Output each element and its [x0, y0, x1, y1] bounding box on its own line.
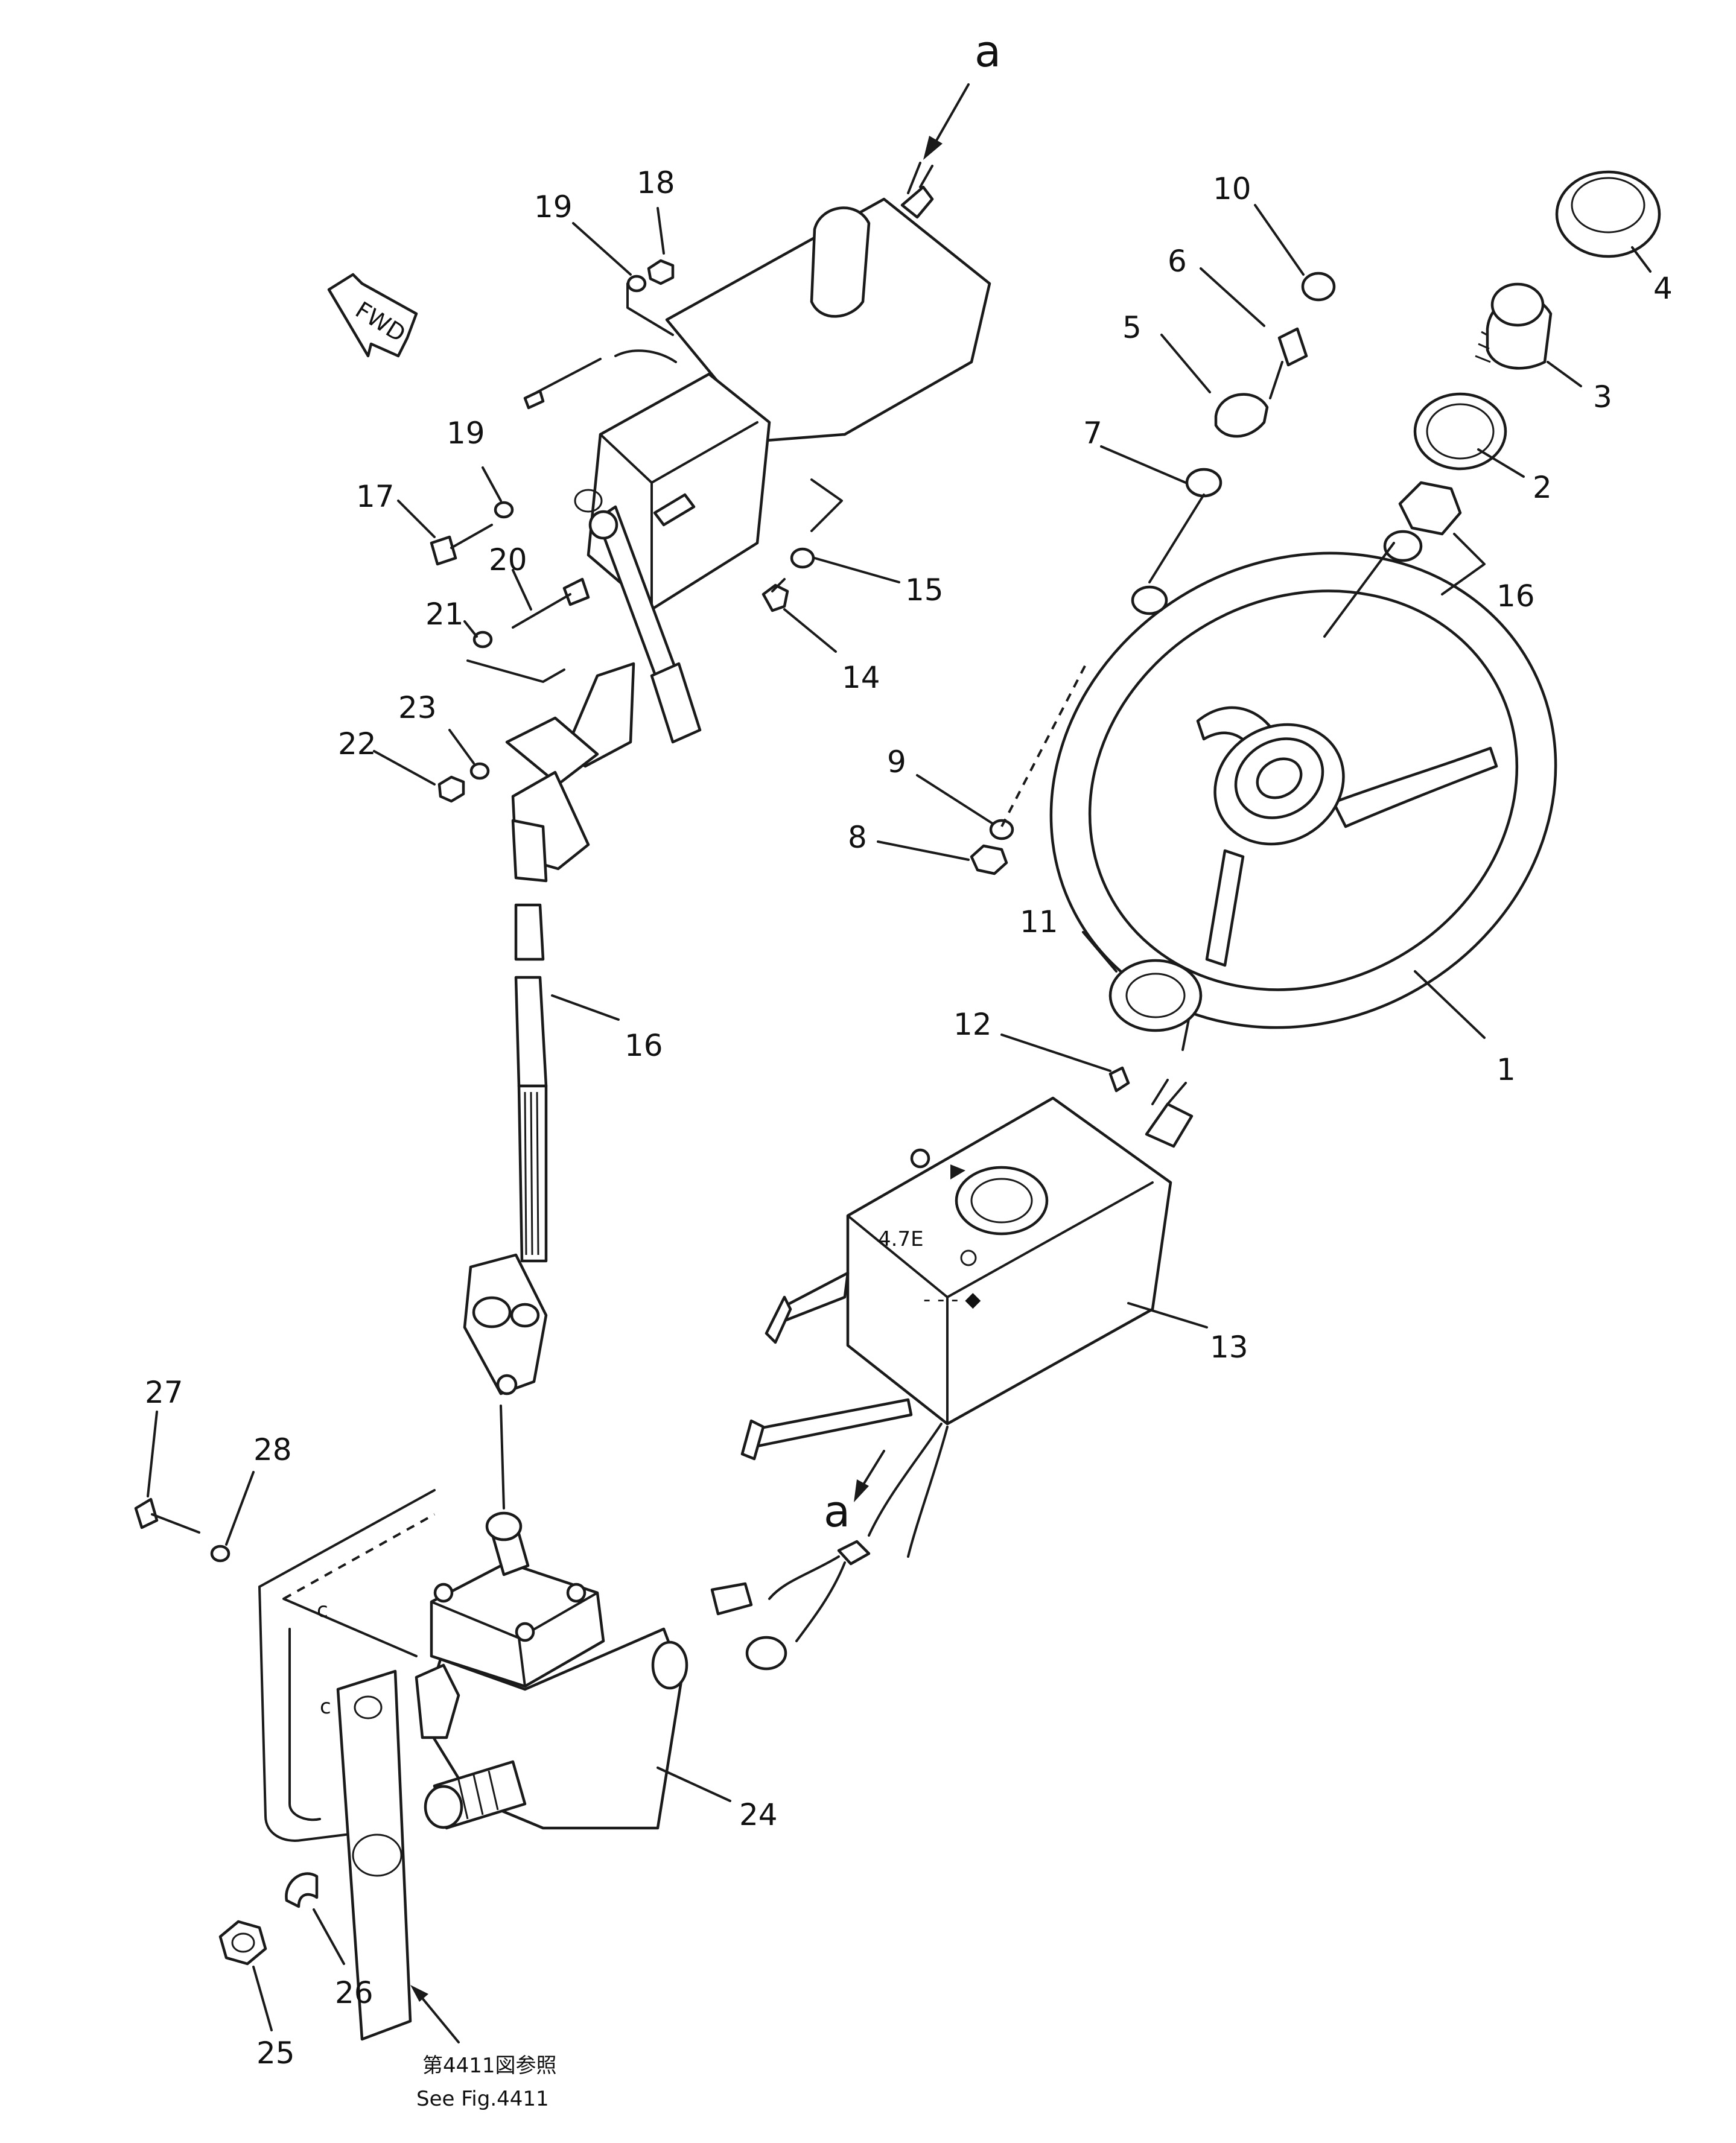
reference-note-en: See Fig.4411	[416, 2087, 549, 2111]
callout-8: 8	[848, 820, 867, 855]
steering-gear-box: c c	[258, 1489, 688, 1842]
callout-12: 12	[953, 1007, 992, 1042]
screw-6	[1269, 327, 1308, 399]
washer-9	[989, 819, 1014, 840]
callout-2: 2	[1533, 470, 1552, 505]
callout-25: 25	[256, 2036, 295, 2071]
connection-a-bottom: a	[824, 1450, 885, 1537]
washer-21	[472, 630, 493, 649]
callout-20: 20	[489, 542, 527, 577]
connection-a-bottom-label: a	[824, 1486, 850, 1537]
reference-note-jp: 第4411図参照	[422, 2054, 557, 2078]
horn-spring-contact	[1475, 282, 1553, 370]
nut-8	[970, 844, 1008, 875]
gauge-mark-upper: 4.7E	[878, 1227, 924, 1251]
callout-11: 11	[1020, 904, 1058, 939]
washer-19-lower	[494, 501, 514, 519]
cap-10	[1301, 271, 1336, 302]
callout-26: 26	[335, 1975, 374, 2010]
washer-15	[790, 547, 815, 569]
connection-a-top-label: a	[975, 26, 1001, 77]
bolt-20	[512, 577, 590, 629]
callout-10: 10	[1213, 171, 1251, 206]
fwd-direction-arrow: FWD	[327, 273, 418, 358]
callout-15: 15	[905, 573, 944, 608]
callout-18: 18	[637, 165, 675, 200]
washer-28	[210, 1545, 231, 1563]
bolt-17	[430, 524, 493, 566]
gauge-mark-lower: - - - ◆	[923, 1287, 981, 1312]
callout-16-shaft: 16	[625, 1028, 663, 1063]
pitman-arm	[336, 1669, 412, 2041]
spacer-7	[1185, 468, 1223, 498]
callout-19-lower: 19	[447, 416, 485, 451]
nut-16	[1383, 481, 1462, 562]
callout-3: 3	[1593, 379, 1612, 414]
callout-13: 13	[1210, 1330, 1248, 1365]
nut-22	[437, 775, 465, 803]
callout-17: 17	[356, 479, 395, 514]
callout-6: 6	[1168, 244, 1187, 279]
callout-28: 28	[253, 1432, 292, 1467]
callout-1: 1	[1496, 1052, 1516, 1087]
fitting-14	[761, 578, 789, 612]
callout-labels: 1 2 3 4 5 6 7 8 9 10 11 12 13 14 15 16 1…	[145, 165, 1673, 2071]
callout-7: 7	[1083, 416, 1102, 451]
connection-a-top: a	[923, 26, 1001, 160]
horn-cap	[1555, 170, 1661, 258]
svg-text:c: c	[317, 1598, 328, 1622]
screw-12	[1108, 1066, 1130, 1093]
callout-4: 4	[1653, 271, 1673, 306]
callout-23: 23	[398, 690, 437, 725]
svg-text:c: c	[320, 1695, 331, 1719]
leader-lines	[147, 204, 1652, 2031]
nut-18	[647, 259, 675, 285]
bolt-27	[134, 1497, 200, 1534]
washer-19-upper	[626, 275, 647, 293]
horn-ring	[1413, 392, 1507, 471]
callout-16-nut: 16	[1496, 579, 1535, 614]
callout-5: 5	[1122, 310, 1142, 345]
combination-switch: 4.7E - - - ◆	[710, 1079, 1194, 1671]
callout-27: 27	[145, 1375, 183, 1410]
intermediate-shaft	[463, 819, 548, 1510]
washer-26	[285, 1872, 319, 1908]
callout-19-upper: 19	[534, 189, 573, 224]
callout-14: 14	[842, 660, 880, 695]
callout-9: 9	[887, 744, 906, 779]
knob-5	[1214, 393, 1269, 438]
steering-column-bracket	[505, 162, 991, 871]
nut-25	[218, 1920, 267, 1966]
washer-23	[469, 762, 490, 780]
callout-21: 21	[425, 597, 464, 632]
cancel-cam	[1108, 959, 1203, 1051]
reference-note: 第4411図参照 See Fig.4411	[410, 1985, 557, 2111]
callout-24: 24	[739, 1797, 778, 1832]
steering-wheel	[1049, 551, 1557, 1029]
callout-22: 22	[338, 726, 377, 761]
